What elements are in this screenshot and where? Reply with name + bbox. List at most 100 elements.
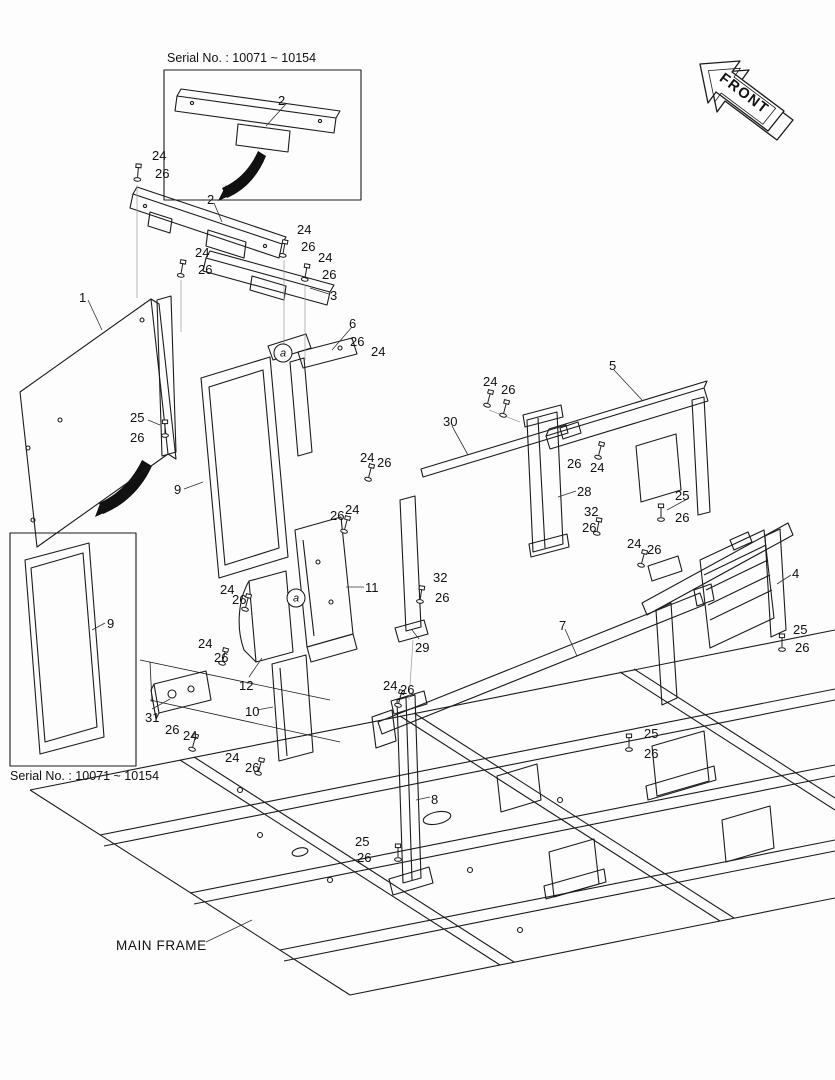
part-30-rod (420, 424, 569, 478)
part-8-post (388, 690, 434, 896)
fastener-callout: 24 (297, 222, 312, 237)
part-number-callout: 10 (245, 704, 260, 719)
fastener-callout: 24 (225, 750, 240, 765)
leader-lines (87, 103, 792, 943)
circled-letter-mark: a (273, 343, 293, 363)
bolt-washer-icon (394, 688, 406, 708)
bolt-washer-icon (657, 503, 665, 522)
part-9-panel-inset (24, 542, 105, 755)
fastener-layer (133, 163, 786, 862)
fastener-callout: 24 (220, 582, 235, 597)
part-29-support-strip (394, 495, 429, 643)
fastener-callout: 26 (501, 382, 516, 397)
inset-box-top (163, 69, 362, 201)
part-2-rail-inset (174, 88, 341, 153)
part-number-callout: 9 (174, 482, 182, 497)
bolt-washer-icon (278, 239, 289, 258)
bolt-washer-icon (254, 756, 266, 776)
part-number-callout: 2 (207, 192, 215, 207)
part-number-callout: 31 (145, 710, 160, 725)
fastener-callout: 26 (322, 267, 337, 282)
curved-reference-arrow-icon (218, 151, 266, 201)
part-6-bracket (267, 333, 358, 457)
bolt-washer-icon (241, 592, 253, 612)
part-number-callout: 3 (330, 288, 338, 303)
inset-box-bottom (9, 532, 137, 767)
bolt-washer-icon (188, 732, 200, 752)
fastener-callout: 26 (795, 640, 810, 655)
part-number-callout: 5 (609, 358, 617, 373)
part-5-rail (545, 380, 711, 516)
curved-reference-arrow-icon (95, 460, 152, 517)
part-10-panel (271, 654, 314, 762)
fastener-callout: 26 (567, 456, 582, 471)
assembly-lines (136, 185, 521, 701)
fastener-callout: 26 (582, 520, 597, 535)
part-number-callout: 2 (278, 93, 286, 108)
fastener-callout: 26 (214, 650, 229, 665)
fastener-callout: 24 (195, 245, 210, 260)
bolt-washer-icon (499, 398, 511, 418)
part-number-callout: 28 (577, 484, 592, 499)
fastener-callout: 26 (155, 166, 170, 181)
fastener-callout: 24 (345, 502, 360, 517)
bolt-washer-icon (416, 585, 426, 604)
fastener-callout: 32 (584, 504, 599, 519)
fastener-callout: 24 (183, 728, 198, 743)
fastener-callout: 26 (435, 590, 450, 605)
bolt-washer-icon (161, 419, 169, 438)
fastener-callout: 24 (198, 636, 213, 651)
fastener-callout: 26 (165, 722, 180, 737)
bolt-washer-icon (394, 843, 402, 862)
fastener-callout: 26 (130, 430, 145, 445)
part-number-callout: 12 (239, 678, 254, 693)
fastener-callout: 24 (590, 460, 605, 475)
fastener-callout: 24 (383, 678, 398, 693)
fastener-callout: 24 (483, 374, 498, 389)
part-number-callout: 30 (443, 414, 458, 429)
fastener-callout: 24 (152, 148, 167, 163)
part-31-bracket (150, 670, 212, 720)
part-number-callout: 8 (431, 792, 439, 807)
part-number-callout: 6 (349, 316, 357, 331)
bolt-washer-icon (483, 388, 495, 408)
fastener-callout: 26 (400, 682, 415, 697)
part-7-beam (371, 583, 715, 749)
fastener-callout: 24 (627, 536, 642, 551)
circled-letter-mark: a (286, 588, 306, 608)
fastener-callout: 26 (245, 760, 260, 775)
bolt-washer-icon (637, 548, 649, 568)
serial-number-label-bottom: Serial No. : 10071 ~ 10154 (10, 769, 160, 783)
fastener-callout: 26 (198, 262, 213, 277)
fastener-callout: 26 (644, 746, 659, 761)
part-9-panel (200, 356, 289, 579)
fastener-callout: 25 (644, 726, 659, 741)
part-number-callout: 1 (79, 290, 87, 305)
front-direction-arrow-icon (699, 60, 794, 141)
fastener-callout: 25 (130, 410, 145, 425)
main-frame-drawing (29, 629, 835, 996)
part-number-callout: 9 (107, 616, 115, 631)
bolt-washer-icon (778, 633, 786, 652)
part-3-rail (202, 250, 335, 306)
fastener-callout: 32 (433, 570, 448, 585)
fastener-callout: 26 (350, 334, 365, 349)
bolt-washer-icon (594, 440, 606, 460)
part-number-callout: 29 (415, 640, 430, 655)
bolt-washer-icon (300, 263, 311, 282)
fastener-callout: 25 (355, 834, 370, 849)
main-frame-label: MAIN FRAME (116, 938, 207, 953)
bolt-washer-icon (592, 517, 603, 536)
serial-number-label-top: Serial No. : 10071 ~ 10154 (167, 51, 317, 65)
fastener-callout: 26 (232, 592, 247, 607)
bolt-washer-icon (625, 733, 633, 752)
part-4-stand (641, 522, 794, 706)
bolt-washer-icon (340, 514, 352, 534)
fastener-callout: 25 (675, 488, 690, 503)
panel-support-post (156, 295, 177, 457)
bolt-washer-icon (364, 462, 376, 482)
bolt-washer-icon (176, 259, 187, 278)
fastener-callout: 26 (301, 239, 316, 254)
